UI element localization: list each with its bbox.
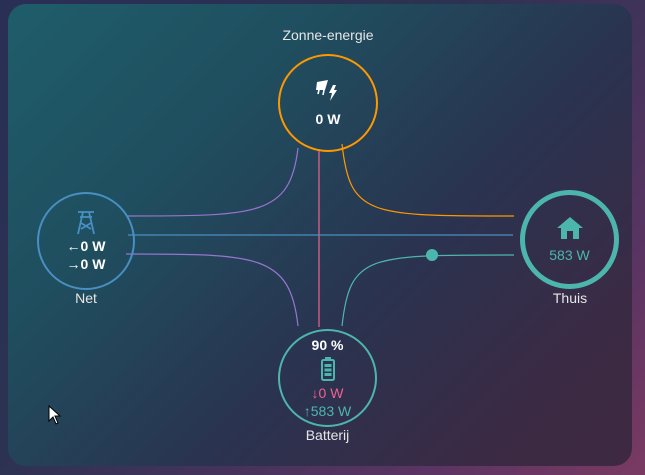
arrow-up-icon: ↑: [303, 403, 311, 419]
home-icon: [556, 216, 584, 240]
battery-node[interactable]: 90 % ↓0 W ↑583 W: [278, 329, 377, 427]
flow-dot-battery-home: [426, 249, 438, 261]
flow-grid-solar: [125, 147, 299, 217]
energy-distribution-card: Zonne-energie 0 W: [8, 4, 632, 466]
grid-export-row: →0 W: [67, 255, 106, 273]
battery-percent: 90 %: [311, 337, 344, 353]
solar-label: Zonne-energie: [282, 27, 374, 43]
battery-out-row: ↑583 W: [304, 402, 351, 420]
grid-export-value: 0 W: [80, 256, 106, 272]
grid-import-value: 0 W: [80, 238, 106, 254]
flow-grid-battery: [125, 253, 299, 327]
battery-label: Batterij: [305, 427, 350, 443]
home-label: Thuis: [552, 290, 588, 306]
arrow-right-icon: →: [66, 256, 81, 272]
battery-in-value: 0 W: [318, 385, 344, 401]
solar-value: 0 W: [315, 111, 341, 127]
arrow-left-icon: ←: [66, 238, 81, 254]
home-node[interactable]: 583 W: [520, 190, 619, 289]
grid-node[interactable]: ←0 W →0 W: [37, 192, 135, 290]
arrow-down-icon: ↓: [311, 385, 319, 401]
flow-solar-home: [341, 143, 515, 217]
grid-label: Net: [75, 290, 97, 306]
battery-out-value: 583 W: [310, 403, 352, 419]
flow-battery-home: [341, 254, 515, 327]
transmission-tower-icon: [75, 209, 97, 235]
battery-in-row: ↓0 W: [312, 384, 344, 402]
mouse-cursor-icon: [48, 405, 62, 425]
home-value: 583 W: [549, 246, 590, 263]
grid-import-row: ←0 W: [67, 237, 106, 255]
battery-icon: [320, 357, 335, 381]
energy-flow-lines: [125, 143, 515, 327]
solar-power-icon: [315, 78, 341, 104]
solar-node[interactable]: 0 W: [278, 54, 378, 152]
